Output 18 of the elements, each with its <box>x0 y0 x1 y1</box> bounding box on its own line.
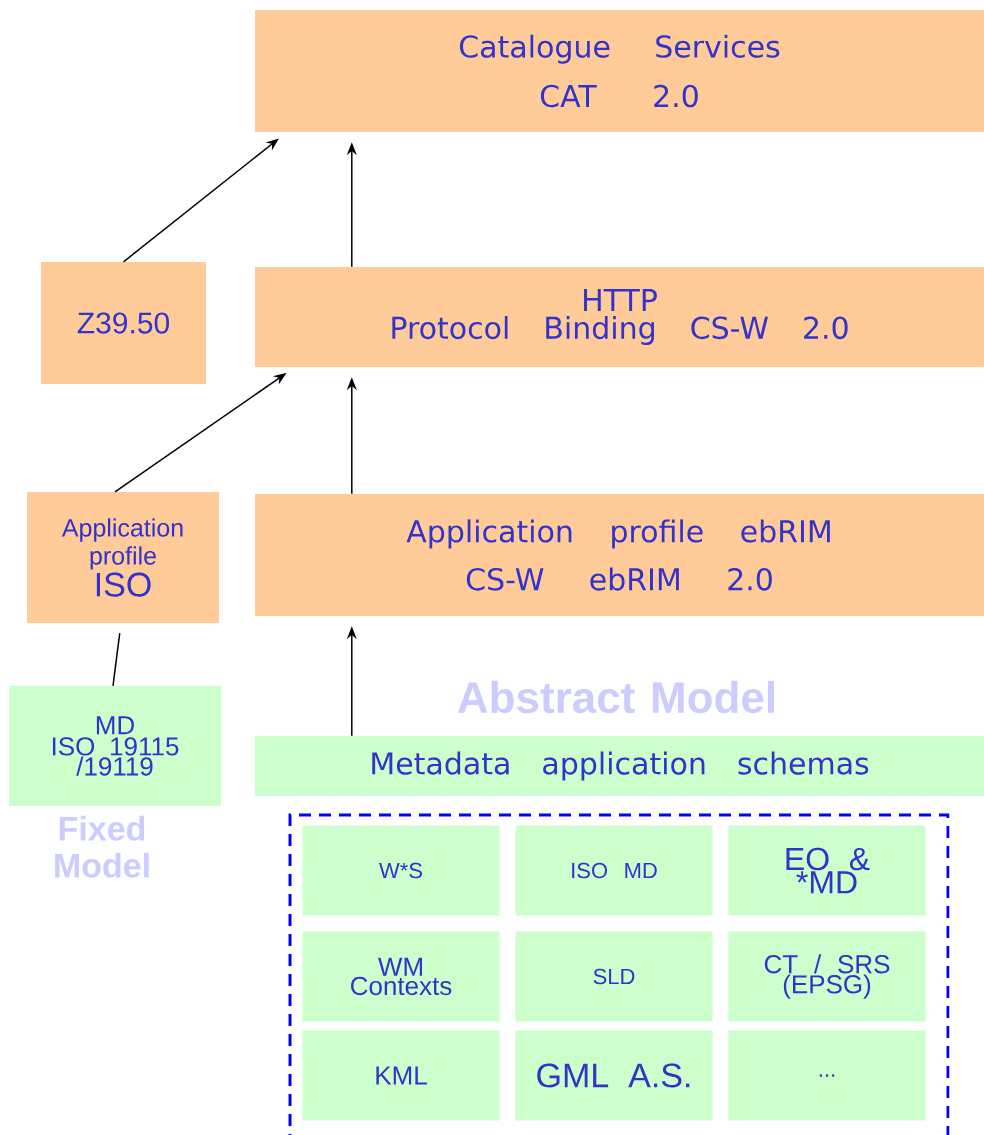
schema-cell: ... <box>728 1030 926 1121</box>
schema-cell: CT / SRS (EPSG) <box>728 931 926 1022</box>
schema-cell: KML <box>302 1030 500 1121</box>
schema-cell: SLD <box>515 931 713 1022</box>
dashed-group-frame <box>288 813 950 1135</box>
arrow <box>122 138 279 263</box>
schema-cell: W*S <box>302 825 500 916</box>
schema-box: Metadata application schemas <box>255 736 984 796</box>
layer-box: Application profile ISO <box>27 492 219 623</box>
schema-cell: EO & *MD <box>728 825 926 916</box>
schema-cell: ISO MD <box>515 825 713 916</box>
layer-box: Catalogue Services CAT 2.0 <box>255 10 984 132</box>
layer-box: HTTP Protocol Binding CS-W 2.0 <box>255 267 984 367</box>
schema-cell: GML A.S. <box>515 1030 713 1121</box>
schema-cell: WM Contexts <box>302 931 500 1022</box>
schema-box: MD ISO 19115 /19119 <box>9 686 221 806</box>
layer-box: Application profile ebRIM CS-W ebRIM 2.0 <box>255 494 984 616</box>
layer-box: Z39.50 <box>41 262 206 384</box>
